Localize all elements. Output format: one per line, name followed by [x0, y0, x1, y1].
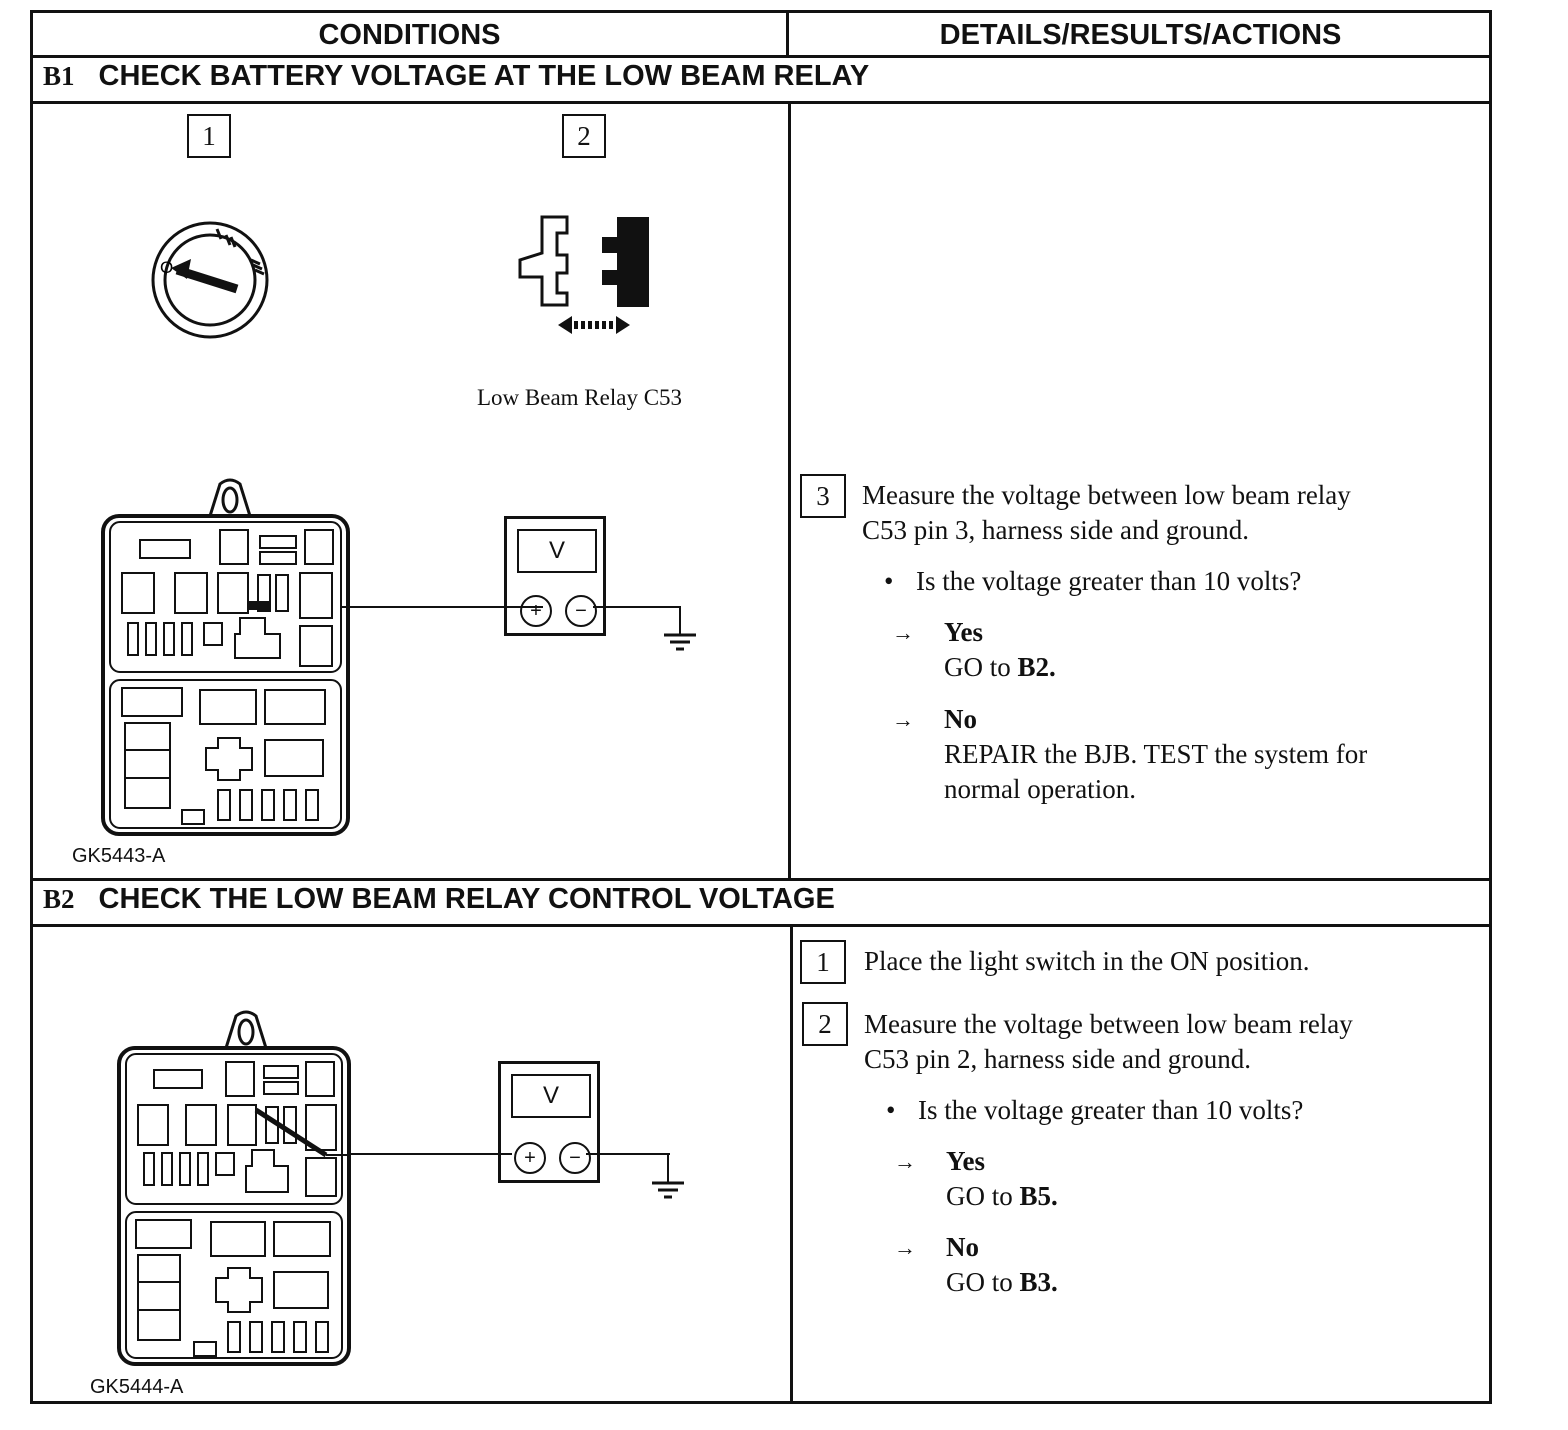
b2-step-1-number: 1: [800, 940, 846, 984]
b2-title: CHECK THE LOW BEAM RELAY CONTROL VOLTAGE: [98, 883, 835, 915]
b1-figure-id: GK5443-A: [72, 845, 166, 867]
b1-step-3-question: Is the voltage greater than 10 volts?: [916, 566, 1302, 596]
b1-title-divider: [33, 101, 1489, 104]
b1-negative-terminal: −: [565, 595, 597, 627]
b2-ground-icon: [652, 1155, 684, 1199]
b2-yes-action: GO to B5.: [946, 1179, 1058, 1214]
ignition-switch-icon: O: [151, 221, 269, 339]
b1-junction-box-icon: [101, 478, 350, 836]
b2-top-divider: [33, 878, 1489, 881]
b2-step-2-question: Is the voltage greater than 10 volts?: [918, 1095, 1304, 1125]
b1-id: B1: [43, 61, 75, 91]
relay-connector-icon: [518, 215, 649, 334]
b1-step-3-bullet: •: [884, 566, 894, 596]
b2-step-2-bullet: •: [886, 1095, 896, 1125]
b1-no-action-line1: REPAIR the BJB. TEST the system for: [944, 739, 1368, 769]
b2-step-2-number: 2: [802, 1002, 848, 1046]
b2-id: B2: [43, 884, 75, 914]
b2-yes-prefix: GO to: [946, 1181, 1020, 1211]
b2-no-target: B3.: [1019, 1267, 1058, 1297]
b1-yes-label: Yes: [944, 617, 983, 647]
b2-no-prefix: GO to: [946, 1267, 1020, 1297]
b1-step-3-number: 3: [800, 474, 846, 518]
b1-wiring: [340, 606, 681, 608]
b1-condition-step-1: 1: [187, 114, 231, 158]
b2-negative-terminal: −: [559, 1142, 591, 1174]
b2-yes-label: Yes: [946, 1146, 985, 1176]
header-divider: [33, 55, 1489, 58]
ignition-off-mark: O: [160, 258, 173, 277]
b1-section-title: B1 CHECK BATTERY VOLTAGE AT THE LOW BEAM …: [43, 60, 869, 93]
b1-voltmeter: V + −: [504, 516, 606, 636]
b1-no-label: No: [944, 704, 977, 734]
b1-column-divider: [788, 101, 791, 881]
b1-no-arrow: →: [892, 707, 914, 732]
b1-yes-action: GO to B2.: [944, 650, 1056, 685]
b2-column-divider: [790, 924, 793, 1404]
b1-ground-icon: [664, 607, 696, 651]
b2-no-arrow: →: [894, 1235, 916, 1260]
b2-no-action: GO to B3.: [946, 1265, 1058, 1300]
b2-step-1-text: Place the light switch in the ON positio…: [864, 946, 1310, 976]
b2-positive-terminal: +: [514, 1142, 546, 1174]
b1-yes-arrow: →: [892, 620, 914, 645]
b2-wiring: [350, 1153, 670, 1155]
b2-voltmeter-display: V: [511, 1074, 591, 1118]
relay-caption: Low Beam Relay C53: [477, 385, 683, 410]
b1-title: CHECK BATTERY VOLTAGE AT THE LOW BEAM RE…: [98, 60, 870, 92]
details-header: DETAILS/RESULTS/ACTIONS: [939, 19, 1342, 51]
b1-voltmeter-display: V: [517, 529, 597, 573]
b1-step-3-line1: Measure the voltage between low beam rel…: [862, 480, 1351, 510]
header-column-divider: [786, 13, 789, 58]
conditions-header: CONDITIONS: [318, 19, 501, 51]
b1-condition-step-2: 2: [562, 114, 606, 158]
b2-step-2-line2: C53 pin 2, harness side and ground.: [864, 1044, 1251, 1074]
b2-yes-arrow: →: [894, 1149, 916, 1174]
b2-junction-box-icon: [117, 1010, 351, 1366]
b1-yes-target: B2.: [1017, 652, 1056, 682]
b1-step-3-line2: C53 pin 3, harness side and ground.: [862, 515, 1249, 545]
b2-voltmeter: V + −: [498, 1061, 600, 1183]
b2-no-label: No: [946, 1232, 979, 1262]
b2-step-2-line1: Measure the voltage between low beam rel…: [864, 1009, 1353, 1039]
b2-yes-target: B5.: [1019, 1181, 1058, 1211]
b2-title-divider: [33, 924, 1489, 927]
b2-section-title: B2 CHECK THE LOW BEAM RELAY CONTROL VOLTA…: [43, 883, 835, 916]
b2-figure-id: GK5444-A: [90, 1376, 184, 1398]
b1-yes-prefix: GO to: [944, 652, 1018, 682]
b1-no-action-line2: normal operation.: [944, 774, 1136, 804]
b1-positive-terminal: +: [520, 595, 552, 627]
